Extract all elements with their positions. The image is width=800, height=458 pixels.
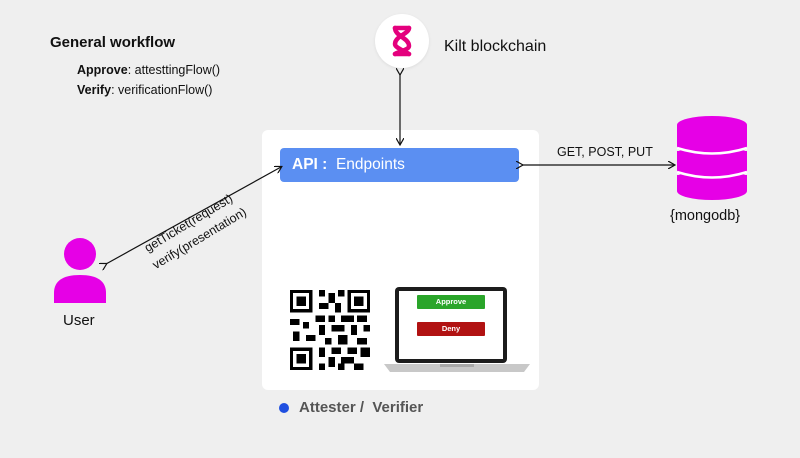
kilt-label: Kilt blockchain — [444, 38, 547, 55]
database-label: {mongodb} — [670, 208, 741, 224]
verify-value: : verificationFlow() — [111, 83, 213, 97]
verify-key: Verify — [77, 83, 112, 97]
api-prefix: API : — [292, 156, 328, 173]
db-arrow-label: GET, POST, PUT — [557, 145, 653, 159]
api-endpoints-bar[interactable]: API : Endpoints — [280, 148, 519, 182]
attester-dot-icon — [279, 403, 289, 413]
approve-key: Approve — [77, 63, 128, 77]
workflow-title: General workflow — [50, 34, 176, 51]
api-label: Endpoints — [335, 156, 405, 173]
kilt-logo-circle — [375, 14, 429, 68]
database-icon — [676, 116, 748, 200]
kilt-logo-icon — [392, 25, 412, 57]
workflow-verify-line: Verify: verificationFlow() — [77, 83, 212, 97]
attester-label: Attester / Verifier — [299, 399, 424, 416]
qr-code-icon — [290, 290, 370, 370]
approve-button[interactable]: Approve — [417, 295, 485, 309]
user-api-arrow — [106, 167, 281, 264]
user-icon — [54, 238, 106, 303]
workflow-approve-line: Approve: attesttingFlow() — [77, 63, 220, 77]
user-label: User — [63, 312, 95, 329]
approve-value: : attesttingFlow() — [127, 63, 221, 77]
deny-button[interactable]: Deny — [417, 322, 485, 336]
